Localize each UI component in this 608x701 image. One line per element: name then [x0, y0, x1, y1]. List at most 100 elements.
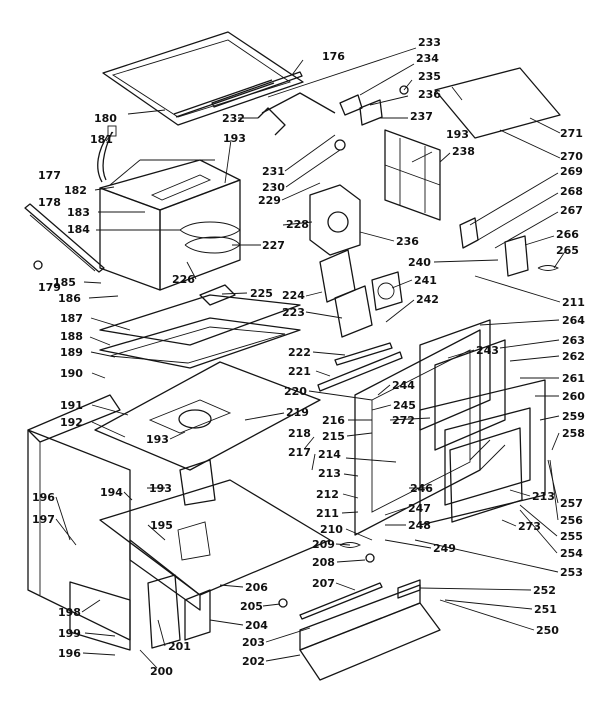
- part-callout-184: 184: [67, 223, 90, 236]
- part-callout-188: 188: [60, 330, 83, 343]
- part-drawings: [24, 31, 561, 681]
- part-callout-258: 258: [562, 427, 585, 440]
- part-callout-240: 240: [408, 256, 431, 269]
- part-callout-210: 210: [320, 523, 343, 536]
- part-callout-178: 178: [38, 196, 61, 209]
- part-callout-189: 189: [60, 346, 83, 359]
- mounting-plate-270: [434, 67, 561, 139]
- part-callout-243: 243: [476, 344, 499, 357]
- part-callout-222: 222: [288, 346, 311, 359]
- part-callout-260: 260: [562, 390, 585, 403]
- part-callout-193d: 193: [149, 482, 172, 495]
- bracket-181: [97, 131, 113, 183]
- upper-oven-box-top: [99, 159, 241, 211]
- part-callout-249: 249: [433, 542, 456, 555]
- part-callout-250: 250: [536, 624, 559, 637]
- part-callout-211a: 211: [562, 296, 585, 309]
- part-callout-235: 235: [418, 70, 441, 83]
- hinge-232: [257, 107, 286, 136]
- part-callout-193b: 193: [446, 128, 469, 141]
- rod-178: [24, 203, 105, 273]
- part-callout-213b: 213: [532, 490, 555, 503]
- part-callout-177: 177: [38, 169, 61, 182]
- part-callout-182: 182: [64, 184, 87, 197]
- part-callout-212: 212: [316, 488, 339, 501]
- part-callout-236b: 236: [396, 235, 419, 248]
- part-callout-199: 199: [58, 627, 81, 640]
- part-callout-263: 263: [562, 334, 585, 347]
- vent-frame-238: [384, 129, 441, 221]
- part-callout-264: 264: [562, 314, 585, 327]
- part-callout-207: 207: [312, 577, 335, 590]
- part-callout-232: 232: [222, 112, 245, 125]
- part-callout-256: 256: [560, 514, 583, 527]
- part-callout-268: 268: [560, 185, 583, 198]
- top-panel: [102, 31, 304, 126]
- part-callout-213a: 213: [318, 467, 341, 480]
- part-callout-195: 195: [150, 519, 173, 532]
- part-callout-272: 272: [392, 414, 415, 427]
- part-callout-203: 203: [242, 636, 265, 649]
- part-callout-224: 224: [282, 289, 305, 302]
- part-callout-208: 208: [312, 556, 335, 569]
- part-callout-214: 214: [318, 448, 341, 461]
- part-callout-229: 229: [258, 194, 281, 207]
- part-callout-259: 259: [562, 410, 585, 423]
- part-callout-253: 253: [560, 566, 583, 579]
- part-callout-257: 257: [560, 497, 583, 510]
- part-callout-248: 248: [408, 519, 431, 532]
- part-callout-265: 265: [556, 244, 579, 257]
- base-box-195: [177, 521, 211, 561]
- trim-strip-176: [211, 71, 303, 108]
- part-callout-236a: 236: [418, 88, 441, 101]
- part-callout-246: 246: [410, 482, 433, 495]
- part-callout-245: 245: [393, 399, 416, 412]
- part-callout-190: 190: [60, 367, 83, 380]
- part-callout-196b: 196: [58, 647, 81, 660]
- part-callout-219: 219: [286, 406, 309, 419]
- part-callout-230: 230: [262, 181, 285, 194]
- part-callout-197: 197: [32, 513, 55, 526]
- cabinet-top: [94, 361, 321, 471]
- lower-kick-panel: [69, 581, 131, 651]
- part-callout-186: 186: [58, 292, 81, 305]
- trim-221: [317, 351, 403, 392]
- shelf-lower: [99, 317, 301, 369]
- part-callout-244: 244: [392, 379, 415, 392]
- part-callout-202: 202: [242, 655, 265, 668]
- heating-element-227: [179, 221, 241, 254]
- part-callout-221: 221: [288, 365, 311, 378]
- part-callout-266: 266: [556, 228, 579, 241]
- part-callout-251: 251: [534, 603, 557, 616]
- part-callout-193c: 193: [146, 433, 169, 446]
- part-callout-233: 233: [418, 36, 441, 49]
- part-callout-200: 200: [150, 665, 173, 678]
- part-callout-209: 209: [312, 538, 335, 551]
- part-callout-193a: 193: [223, 132, 246, 145]
- part-callout-205: 205: [240, 600, 263, 613]
- part-callout-238: 238: [452, 145, 475, 158]
- part-callout-234: 234: [416, 52, 439, 65]
- part-callout-261: 261: [562, 372, 585, 385]
- part-callout-176: 176: [322, 50, 345, 63]
- part-callout-206: 206: [245, 581, 268, 594]
- upper-oven-box-front: [99, 187, 161, 291]
- part-callout-226: 226: [172, 273, 195, 286]
- part-callout-201: 201: [168, 640, 191, 653]
- part-callout-231: 231: [262, 165, 285, 178]
- oven-door-outer: [419, 379, 546, 526]
- part-callout-228: 228: [286, 218, 309, 231]
- cabinet-base: [99, 479, 331, 596]
- part-callout-225: 225: [250, 287, 273, 300]
- part-callout-196a: 196: [32, 491, 55, 504]
- part-callout-204: 204: [245, 619, 268, 632]
- bracket-266: [504, 235, 529, 277]
- part-callout-179: 179: [38, 281, 61, 294]
- part-callout-227: 227: [262, 239, 285, 252]
- part-callout-191: 191: [60, 399, 83, 412]
- door-panel-264: [419, 319, 491, 431]
- part-callout-237: 237: [410, 110, 433, 123]
- part-callout-194: 194: [100, 486, 123, 499]
